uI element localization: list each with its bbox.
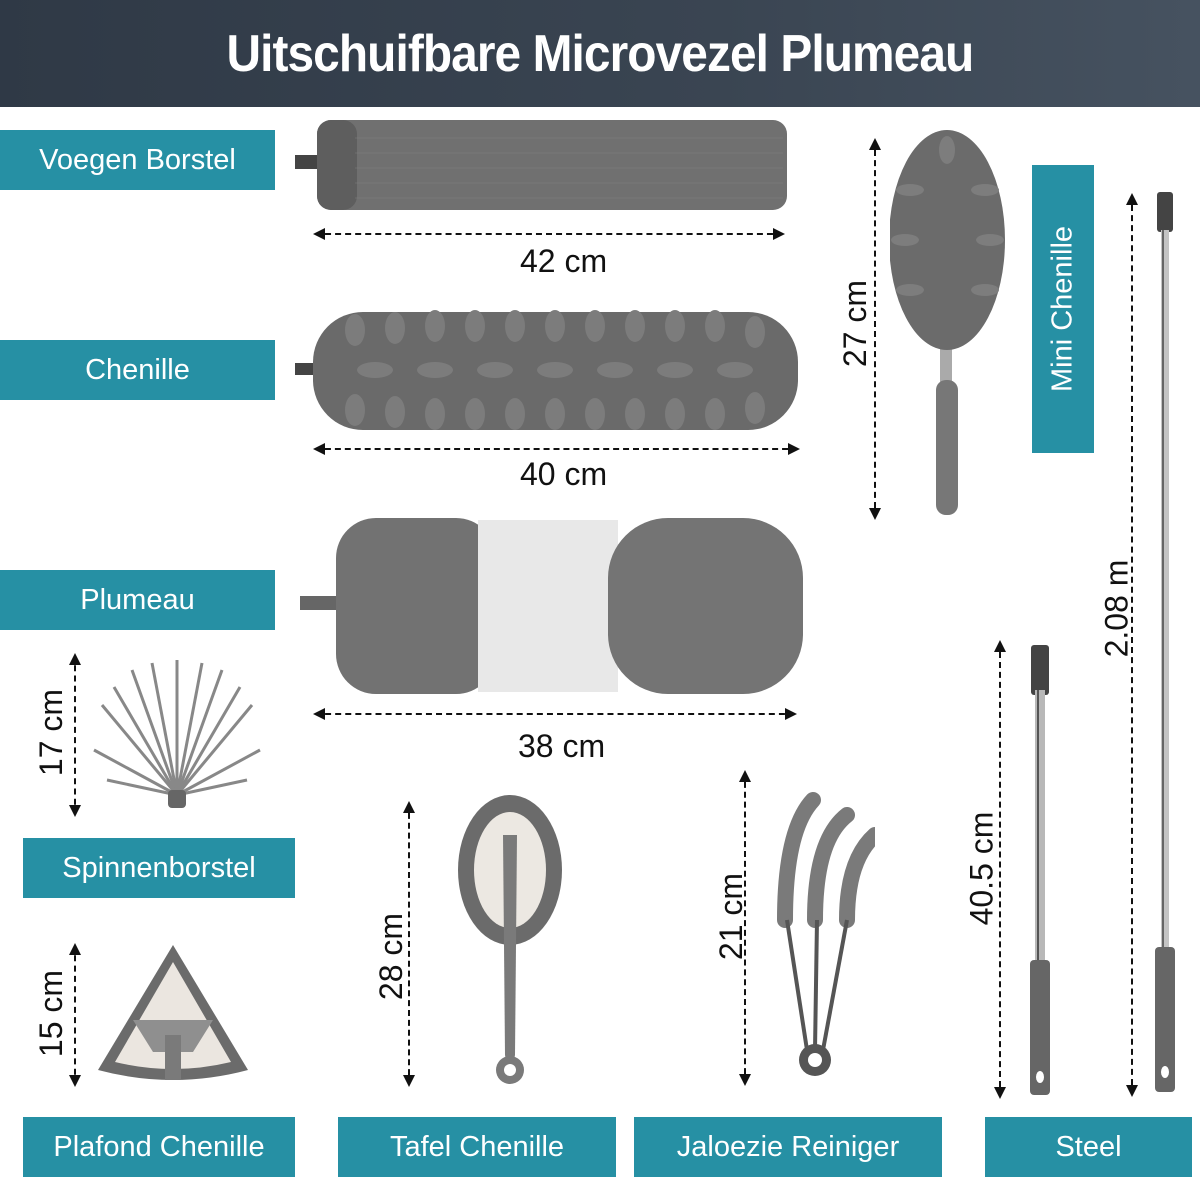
label-steel: Steel xyxy=(985,1117,1192,1177)
dimension-jaloezie-reiniger: 21 cm xyxy=(713,872,750,961)
dimension-line-jaloezie-reiniger xyxy=(739,770,751,1086)
label-plafond-chenille: Plafond Chenille xyxy=(23,1117,295,1177)
chenille-image xyxy=(295,300,805,440)
label-mini-chenille: Mini Chenille xyxy=(1032,165,1094,453)
label-tafel-chenille: Tafel Chenille xyxy=(338,1117,616,1177)
label-chenille: Chenille xyxy=(0,340,275,400)
dimension-plafond-chenille: 15 cm xyxy=(33,969,70,1058)
dimension-line-chenille xyxy=(313,443,800,455)
spinnenborstel-image xyxy=(92,655,262,815)
dimension-plumeau: 38 cm xyxy=(518,728,606,764)
plafond-chenille-image xyxy=(93,940,253,1090)
dimension-mini-chenille: 27 cm xyxy=(837,279,874,368)
plumeau-image xyxy=(298,508,808,698)
label-plumeau: Plumeau xyxy=(0,570,275,630)
voegen-borstel-image xyxy=(295,118,795,213)
dimension-line-steel-long xyxy=(1126,193,1138,1097)
label-voegen-borstel: Voegen Borstel xyxy=(0,130,275,190)
jaloezie-reiniger-image xyxy=(765,780,875,1080)
steel-long-image xyxy=(1150,192,1180,1092)
page-title: Uitschuifbare Microvezel Plumeau xyxy=(226,24,975,83)
dimension-line-voegen-borstel xyxy=(313,228,785,240)
label-spinnenborstel: Spinnenborstel xyxy=(23,838,295,898)
dimension-steel-long: 2.08 m xyxy=(1098,559,1135,658)
dimension-tafel-chenille: 28 cm xyxy=(373,912,410,1001)
dimension-line-spinnenborstel xyxy=(69,653,81,817)
dimension-steel-short: 40.5 cm xyxy=(963,811,1000,926)
steel-short-image xyxy=(1025,645,1055,1095)
header-banner: Uitschuifbare Microvezel Plumeau xyxy=(0,0,1200,107)
dimension-line-mini-chenille xyxy=(869,138,881,520)
mini-chenille-image xyxy=(890,130,1020,520)
dimension-voegen-borstel: 42 cm xyxy=(520,243,608,279)
dimension-spinnenborstel: 17 cm xyxy=(33,688,70,777)
dimension-line-plafond-chenille xyxy=(69,943,81,1087)
dimension-chenille: 40 cm xyxy=(520,456,608,492)
tafel-chenille-image xyxy=(455,795,565,1095)
dimension-line-tafel-chenille xyxy=(403,801,415,1087)
label-jaloezie-reiniger: Jaloezie Reiniger xyxy=(634,1117,942,1177)
dimension-line-steel-short xyxy=(994,640,1006,1099)
dimension-line-plumeau xyxy=(313,708,797,720)
